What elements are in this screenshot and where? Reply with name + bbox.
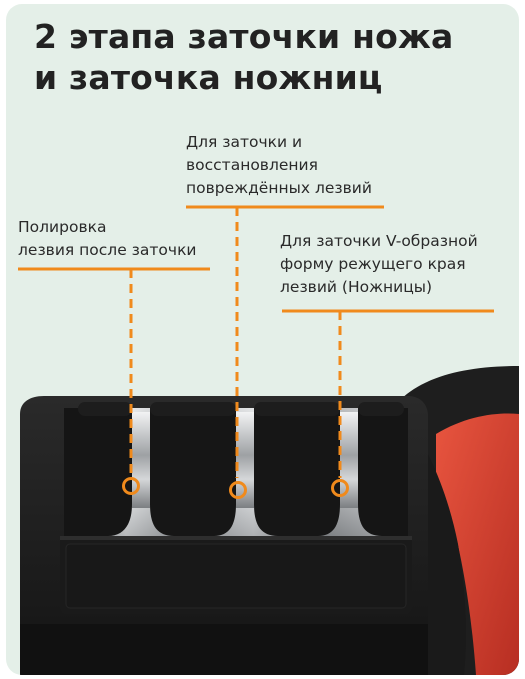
- product-card: 2 этапа заточки ножа и заточка ножниц: [6, 4, 519, 675]
- slot-fin-mid-1: [150, 408, 236, 536]
- orange-ring-icon: [331, 479, 349, 497]
- leader-lines: [18, 205, 494, 478]
- page-title: 2 этапа заточки ножа и заточка ножниц: [34, 17, 454, 97]
- callout-repair-slot: Для заточки и восстановления повреждённы…: [186, 133, 372, 197]
- callout-v-shape-slot: Для заточки V-образной форму режущего кр…: [280, 232, 478, 296]
- slot-fin-right: [358, 408, 408, 536]
- slot-fin-left: [64, 408, 132, 536]
- knife-sharpener-illustration: [18, 205, 519, 675]
- callout-polish-slot: Полировка лезвия после заточки: [18, 218, 197, 259]
- base-foot: [20, 624, 428, 675]
- slot-fin-mid-2: [254, 408, 340, 536]
- orange-ring-icon: [122, 477, 140, 495]
- handle-red-grip: [436, 413, 519, 675]
- orange-ring-icon: [229, 481, 247, 499]
